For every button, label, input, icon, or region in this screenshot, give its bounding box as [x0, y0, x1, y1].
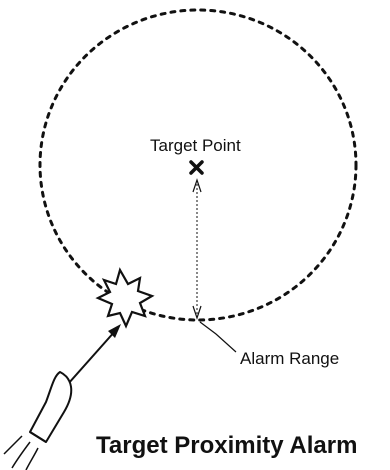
boat-course-arrow: [68, 324, 121, 384]
alarm-range-label: Alarm Range: [240, 349, 339, 368]
target-point-marker: [191, 162, 202, 173]
boat-icon: [30, 372, 71, 442]
alarm-range-arrow: [193, 180, 201, 318]
boat-wake-lines: [4, 436, 38, 470]
target-point-label: Target Point: [150, 136, 241, 155]
alarm-range-leader-line: [200, 322, 236, 352]
alarm-burst-icon: [98, 270, 152, 326]
diagram-title: Target Proximity Alarm: [96, 432, 357, 459]
